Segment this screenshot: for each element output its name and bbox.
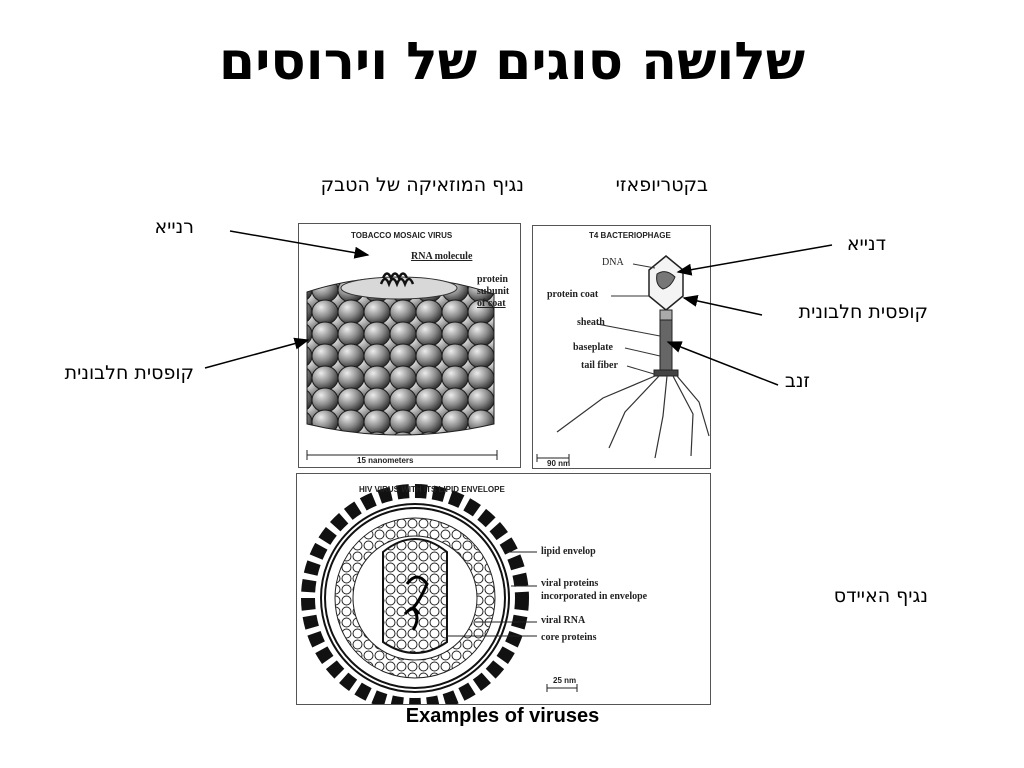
phage-baseplate-label: baseplate bbox=[573, 342, 613, 353]
hiv-core-proteins-label: core proteins bbox=[541, 632, 597, 643]
tmv-panel: TOBACCO MOSAIC VIRUS RNA molecule protei… bbox=[298, 223, 521, 468]
slide-title: שלושה סוגים של וירוסים bbox=[218, 32, 806, 92]
hiv-illustration bbox=[301, 484, 578, 704]
tmv-rna-label: RNA molecule bbox=[411, 251, 473, 262]
hiv-scale-label: 25 nm bbox=[553, 676, 577, 685]
tmv-illustration bbox=[306, 272, 498, 460]
phage-scale-label: 90 nm bbox=[547, 459, 571, 468]
label-protein-coat-left: קופסית חלבונית bbox=[64, 362, 194, 384]
hiv-viral-proteins-label: viral proteins bbox=[541, 578, 599, 589]
tmv-of-coat-label: of coat bbox=[477, 298, 506, 309]
phage-illustration bbox=[536, 255, 710, 462]
label-rna: רנייא bbox=[154, 216, 194, 238]
phage-protein-coat-label: protein coat bbox=[547, 289, 599, 300]
phage-dna-label: DNA bbox=[602, 257, 624, 268]
phage-panel: T4 BACTERIOPHAGE DNA protein coat sheath… bbox=[532, 225, 711, 469]
tmv-subunit-label: subunit bbox=[477, 286, 510, 297]
label-protein-coat-right: קופסית חלבונית bbox=[798, 301, 928, 323]
hiv-incorporated-label: incorporated in envelope bbox=[541, 591, 648, 602]
label-hiv: נגיף האיידס bbox=[833, 585, 928, 607]
phage-tail-fiber-label: tail fiber bbox=[581, 360, 618, 371]
phage-sheath-label: sheath bbox=[577, 317, 605, 328]
hiv-lipid-envelop-label: lipid envelop bbox=[541, 546, 596, 557]
phage-title: T4 BACTERIOPHAGE bbox=[589, 231, 671, 240]
hiv-viral-rna-label: viral RNA bbox=[541, 615, 586, 626]
tmv-title: TOBACCO MOSAIC VIRUS bbox=[351, 231, 453, 240]
arrow-protein-coat-left bbox=[204, 337, 310, 369]
tmv-scale-label: 15 nanometers bbox=[357, 456, 414, 465]
label-tail: זנב bbox=[784, 370, 810, 392]
phage-heading: בקטריופאזי bbox=[615, 174, 708, 196]
figure-caption: Examples of viruses bbox=[405, 705, 600, 727]
hiv-panel: HIV VIRUS WITH ITS LIPID ENVELOPE lipid … bbox=[296, 473, 711, 705]
label-dna: דנייא bbox=[846, 233, 886, 255]
hiv-title: HIV VIRUS WITH ITS LIPID ENVELOPE bbox=[359, 485, 505, 494]
tmv-protein-label: protein bbox=[477, 274, 508, 285]
tmv-heading: נגיף המוזאיקה של הטבק bbox=[320, 174, 524, 196]
